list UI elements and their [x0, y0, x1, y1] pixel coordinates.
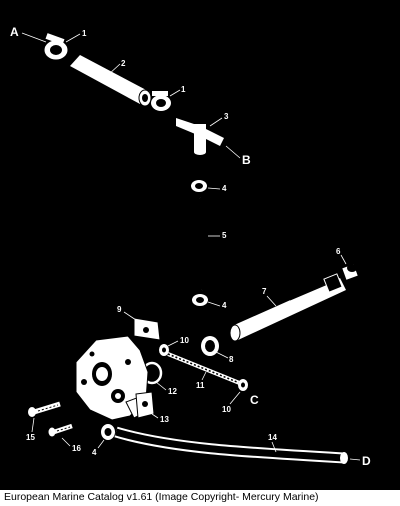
callout-16-leader [61, 437, 71, 447]
callout-14: 14 [268, 433, 277, 442]
callout-a-leader [21, 32, 47, 43]
callout-4-top-leader [207, 187, 221, 190]
callout-12: 12 [168, 387, 177, 396]
hose-clamp-1-lower [151, 91, 171, 111]
bracket-part-9 [133, 317, 161, 341]
exploded-parts-diagram: A 1 2 1 3 B 4 5 [10, 25, 371, 468]
callout-7-leader [266, 295, 277, 307]
callout-4-bottom-leader [97, 439, 105, 449]
callout-8-leader [215, 351, 229, 359]
pump-housing [75, 335, 151, 421]
callout-1-lower: 1 [181, 85, 186, 94]
callout-11: 11 [196, 381, 205, 390]
hose-part-14 [114, 426, 348, 464]
callout-4-middle: 4 [222, 301, 227, 310]
nut-part-10-lower [238, 379, 248, 391]
callout-16: 16 [72, 444, 81, 453]
callout-4-middle-leader [207, 301, 221, 307]
callout-6: 6 [336, 247, 341, 256]
callout-9-leader [123, 311, 137, 321]
footer-caption: European Marine Catalog v1.61 (Image Cop… [4, 491, 319, 503]
callout-4-top: 4 [222, 184, 227, 193]
footer-caption-bar: European Marine Catalog v1.61 (Image Cop… [0, 490, 400, 506]
callout-10-upper-leader [167, 340, 179, 347]
callout-10-upper: 10 [180, 336, 189, 345]
callout-10-lower: 10 [222, 405, 231, 414]
cover-plate-part-13 [135, 391, 155, 419]
callout-7: 7 [262, 287, 267, 296]
callout-2: 2 [121, 59, 126, 68]
bushing-part-8 [201, 336, 219, 356]
callout-9: 9 [117, 305, 122, 314]
callout-1-lower-leader [169, 89, 181, 97]
callout-13-leader [151, 413, 159, 419]
callout-c: C [250, 393, 259, 407]
callout-a: A [10, 25, 19, 39]
callout-13: 13 [160, 415, 169, 424]
hose-clamp-1-upper [44, 33, 68, 60]
hose-clamp-4-top [191, 180, 207, 192]
callout-14-leader [271, 441, 277, 453]
screw-part-15 [28, 401, 61, 417]
washer-part-10-upper [159, 344, 169, 356]
callout-3: 3 [224, 112, 229, 121]
callout-8: 8 [229, 355, 234, 364]
callout-1-upper-leader [65, 33, 81, 43]
callout-12-leader [155, 381, 167, 391]
threaded-rod-part-11 [167, 352, 243, 386]
callout-d-leader [349, 458, 361, 461]
callout-5: 5 [222, 231, 227, 240]
callout-15-leader [31, 417, 35, 433]
callout-2-leader [107, 63, 121, 76]
hose-clamp-4-bottom [101, 424, 115, 440]
callout-11-leader [201, 371, 207, 381]
callout-6-leader [340, 254, 347, 265]
cap-part-6 [342, 264, 358, 280]
callout-15: 15 [26, 433, 35, 442]
callout-d: D [362, 454, 371, 468]
callout-b: B [242, 153, 251, 167]
callout-4-bottom: 4 [92, 448, 97, 457]
shaft-part-7 [229, 273, 346, 342]
screw-part-16 [48, 423, 73, 437]
hose-clamp-4-middle [192, 294, 208, 306]
hose-part-2 [70, 55, 152, 107]
callout-10-lower-leader [229, 391, 241, 405]
callout-b-leader [225, 145, 241, 159]
callout-1-upper: 1 [82, 29, 87, 38]
tee-fitting-3 [176, 118, 224, 155]
callout-3-leader [209, 117, 223, 127]
